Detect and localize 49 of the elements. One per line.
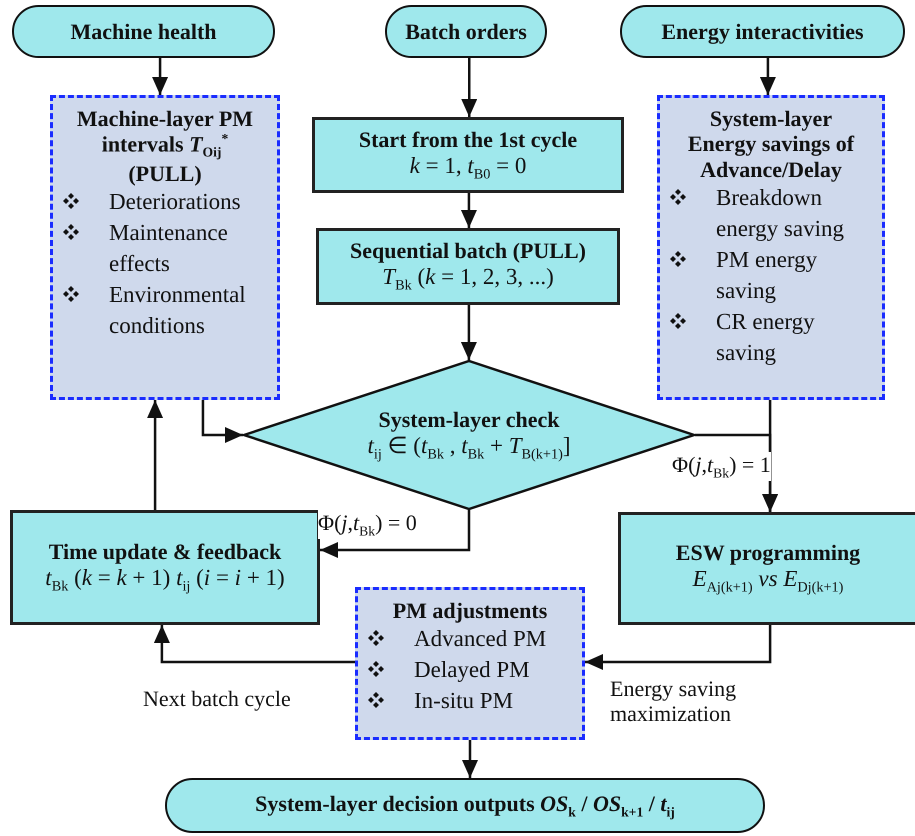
- formula-text: t$_{Bk}$ (k = k + 1) t$_{ij}$ (i = i + 1): [45, 564, 285, 596]
- arrow: [320, 510, 470, 558]
- terminal-pill: [620, 5, 905, 58]
- bullet-text: PM energy saving: [716, 246, 818, 306]
- formula-text: k = 1, t$_{B0}$ = 0: [410, 152, 526, 184]
- terminal-pill: [12, 5, 275, 58]
- bullet-text: In-situ PM: [414, 687, 514, 716]
- process-box: [316, 228, 620, 305]
- process-box: [312, 117, 624, 193]
- arrow: [460, 193, 477, 228]
- node-heading: PM adjustments: [392, 598, 548, 624]
- node-heading: Machine health: [70, 18, 217, 44]
- bullet-text: CR energy saving: [716, 308, 816, 368]
- node-heading: Energy interactivities: [661, 18, 864, 44]
- node-heading: Batch orders: [405, 18, 527, 44]
- bullet-text: Breakdown energy saving: [716, 184, 845, 243]
- arrow: [460, 305, 477, 360]
- dashed-info-box: [50, 95, 280, 400]
- arrow: [461, 58, 478, 117]
- dashed-info-box: [355, 587, 585, 740]
- arrow: [695, 434, 778, 512]
- node-heading: Start from the 1st cycle: [358, 126, 578, 152]
- arrow: [760, 58, 776, 95]
- arrow: [154, 625, 355, 664]
- bullet-text: Environmental conditions: [109, 281, 247, 340]
- terminal-pill: [385, 5, 547, 58]
- formula-text: T$_{Bk}$ (k = 1, 2, 3, ...): [382, 263, 554, 295]
- node-heading: System-layer Energy savings of Advance/Delay: [686, 106, 856, 182]
- formula-text: E$_{Aj(k+1)}$ vs E$_{Dj(k+1)}$: [692, 565, 844, 597]
- node-heading: System-layer check: [378, 406, 560, 432]
- node-heading: System-layer decision outputs OS$_{k}$ / OS$_{k+1}$ / t$_{ij}$: [255, 790, 675, 820]
- bullet-text: Advanced PM: [414, 625, 546, 654]
- bullet-text: Delayed PM: [414, 656, 530, 684]
- process-box: [618, 512, 915, 625]
- node-heading: Time update & feedback: [48, 539, 282, 564]
- process-box: [10, 510, 320, 625]
- dashed-info-box: [657, 95, 885, 400]
- arrow: [585, 625, 772, 670]
- node-heading: ESW programming: [676, 540, 860, 566]
- edge-label: Φ(j,t$_{Bk}$) = 1: [672, 452, 771, 482]
- bullet-text: Deteriorations: [109, 188, 241, 216]
- arrow: [152, 58, 168, 95]
- formula-text: t$_{ij}$ ∈ (t$_{Bk}$ , t$_{Bk}$ + T$_{B(k+1)}$]: [367, 432, 571, 464]
- arrow: [462, 740, 478, 778]
- edge-label: Φ(j,t$_{Bk}$) = 0: [318, 510, 417, 540]
- arrow: [147, 400, 164, 510]
- arrow: [202, 400, 243, 443]
- node-heading: Sequential batch (PULL): [350, 238, 586, 264]
- bullet-text: Maintenance effects: [109, 219, 229, 278]
